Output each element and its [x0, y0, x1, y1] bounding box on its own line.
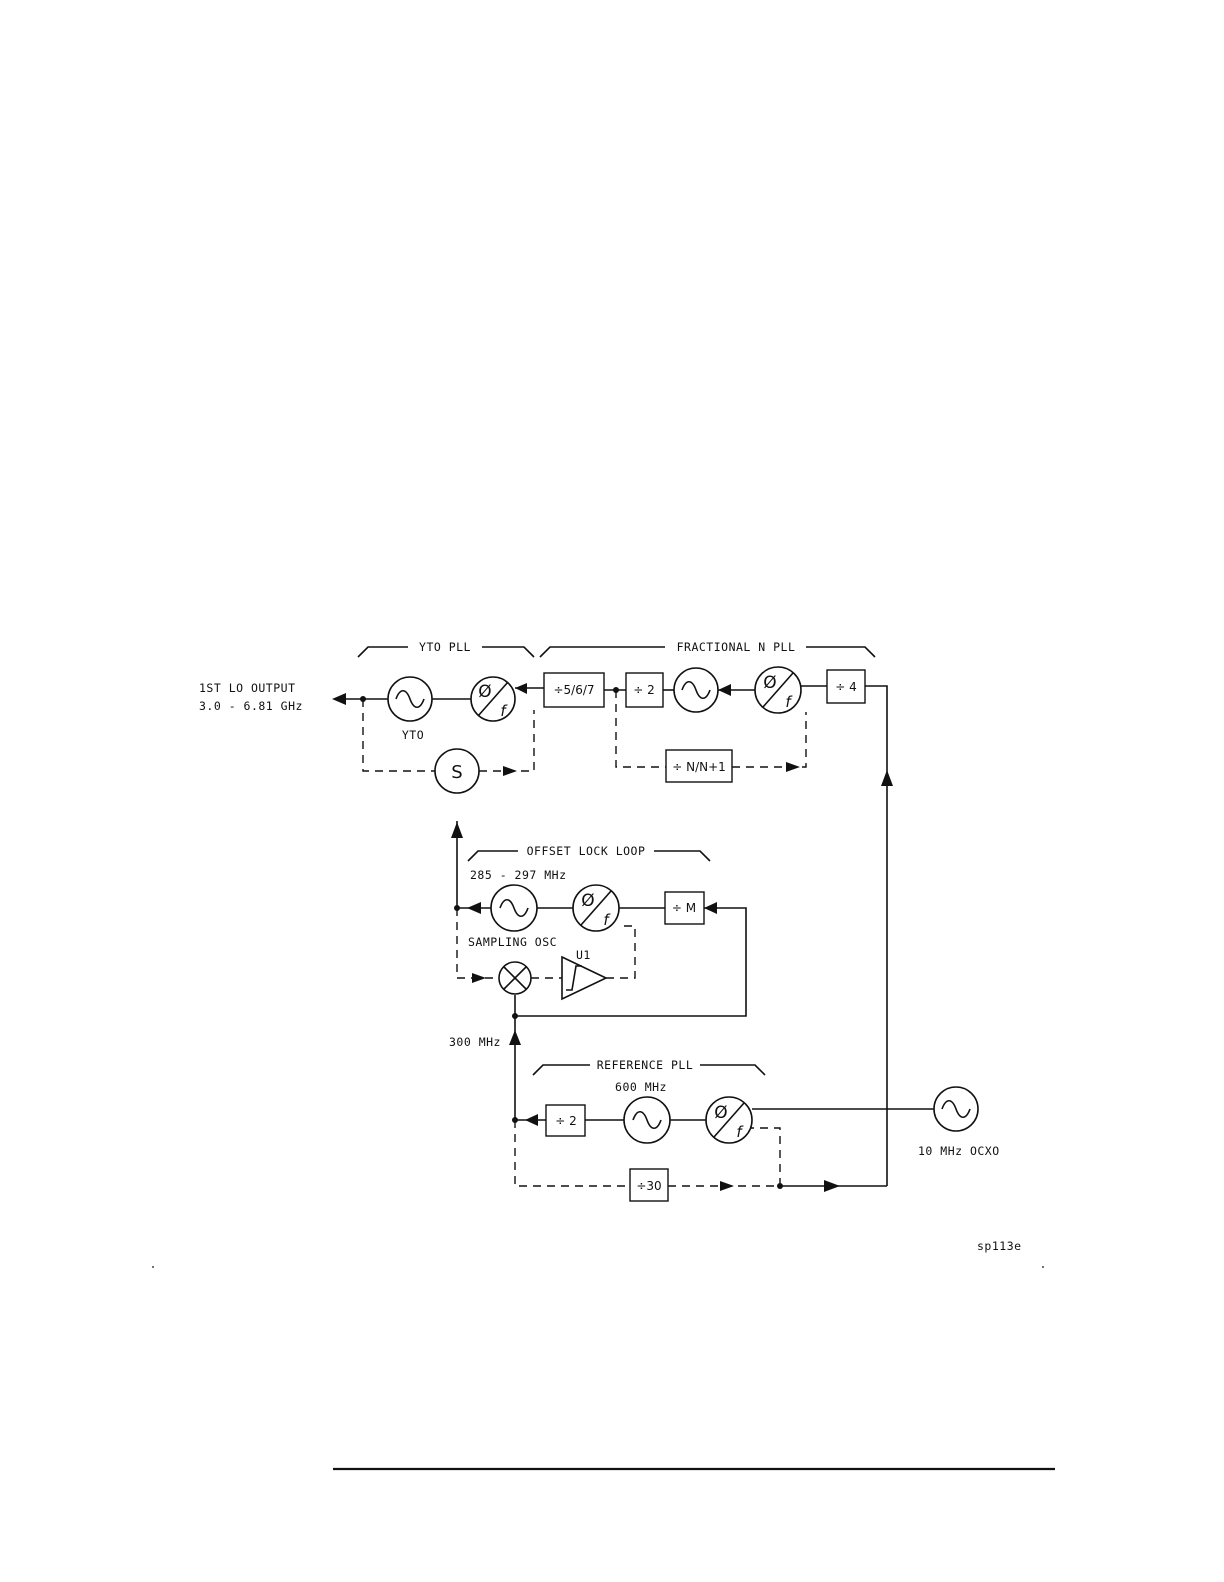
arrowheads — [332, 683, 893, 1192]
figure-id-label: sp113e — [977, 1239, 1022, 1253]
section-label-yto-pll: YTO PLL — [419, 640, 471, 654]
bracket-fractional-n-pll: FRACTIONAL N PLL — [540, 640, 875, 657]
sampling-frequency-label: 285 - 297 MHz — [470, 868, 567, 882]
sampling-oscillator — [491, 885, 537, 931]
yto-oscillator — [388, 677, 432, 721]
svg-text:÷ 4: ÷ 4 — [835, 680, 857, 694]
bracket-yto-pll: YTO PLL — [358, 640, 534, 657]
bracket-reference-pll: REFERENCE PLL — [533, 1058, 765, 1075]
section-label-offset-lock-loop: OFFSET LOCK LOOP — [527, 844, 646, 858]
svg-text:Ø: Ø — [763, 673, 776, 693]
output-label-line1: 1ST LO OUTPUT — [199, 681, 296, 695]
divider-2-fractional: ÷ 2 — [626, 673, 663, 707]
svg-text:÷ M: ÷ M — [672, 901, 696, 915]
fractional-n-phase-detector: Ø f — [755, 667, 801, 713]
svg-text:Ø: Ø — [714, 1103, 727, 1123]
svg-text:Ø: Ø — [478, 682, 491, 702]
yto-label: YTO — [402, 728, 424, 742]
page-speck-left — [152, 1266, 154, 1268]
u1-label: U1 — [576, 948, 591, 962]
divider-m: ÷ M — [665, 892, 704, 924]
600mhz-label: 600 MHz — [615, 1080, 667, 1094]
svg-text:÷ N/N+1: ÷ N/N+1 — [672, 760, 726, 774]
svg-text:÷ 2: ÷ 2 — [633, 683, 655, 697]
section-label-fractional-n-pll: FRACTIONAL N PLL — [677, 640, 796, 654]
reference-phase-detector: Ø f — [706, 1097, 752, 1143]
divider-30: ÷30 — [630, 1169, 668, 1201]
divider-n-n-plus-1: ÷ N/N+1 — [666, 750, 732, 782]
svg-text:÷ 2: ÷ 2 — [555, 1114, 577, 1128]
output-label-line2: 3.0 - 6.81 GHz — [199, 699, 303, 713]
sampler: S — [435, 749, 479, 793]
divider-4: ÷ 4 — [827, 670, 865, 703]
page-speck-right — [1042, 1266, 1044, 1268]
reference-600mhz-oscillator — [624, 1097, 670, 1143]
yto-phase-detector: Ø f — [471, 677, 515, 721]
ocxo-oscillator — [934, 1087, 978, 1131]
300mhz-label: 300 MHz — [449, 1035, 501, 1049]
ocxo-label: 10 MHz OCXO — [918, 1144, 1000, 1158]
svg-text:Ø: Ø — [581, 891, 594, 911]
divider-2-reference: ÷ 2 — [546, 1105, 585, 1136]
divider-5-6-7: ÷5/6/7 — [544, 673, 604, 707]
fractional-n-oscillator — [674, 668, 718, 712]
offset-lock-phase-detector: Ø f — [573, 885, 619, 931]
amplifier-u1 — [562, 957, 606, 999]
svg-text:÷30: ÷30 — [636, 1179, 661, 1193]
mixer — [499, 962, 531, 994]
section-label-reference-pll: REFERENCE PLL — [597, 1058, 694, 1072]
svg-text:S: S — [451, 762, 462, 783]
svg-text:÷5/6/7: ÷5/6/7 — [553, 683, 594, 697]
bracket-offset-lock-loop: OFFSET LOCK LOOP — [468, 844, 710, 861]
sampling-osc-label: SAMPLING OSC — [468, 935, 557, 949]
